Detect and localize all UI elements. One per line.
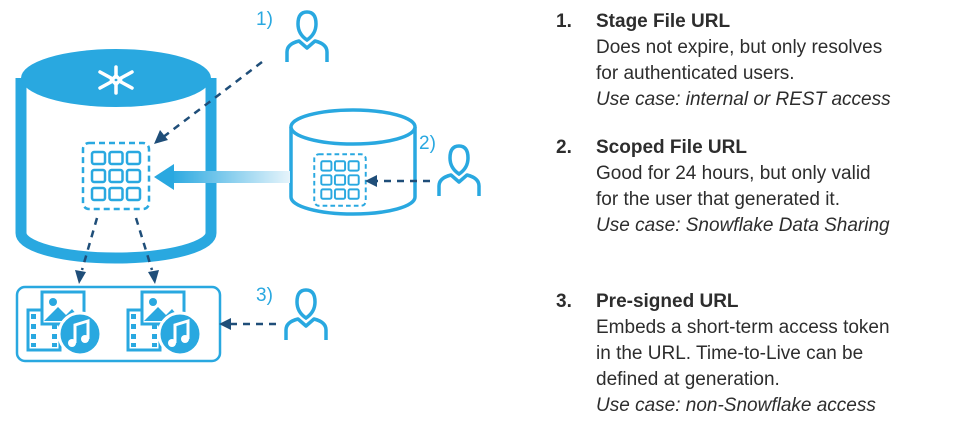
item-line: Good for 24 hours, but only valid	[596, 163, 871, 184]
item-title: Scoped File URL	[596, 137, 747, 158]
item-title: Stage File URL	[596, 11, 731, 32]
step-label-2: 2)	[419, 133, 436, 154]
user-icon-scoped	[437, 144, 481, 198]
arrowheads	[75, 130, 377, 330]
item-number: 1.	[556, 11, 572, 32]
item-use-case: Use case: non-Snowflake access	[596, 395, 876, 416]
stage-file-grid-icon	[81, 141, 151, 211]
step-label-1: 1)	[256, 9, 273, 30]
item-title: Pre-signed URL	[596, 291, 739, 312]
user-icon-presigned	[284, 288, 328, 342]
data-sharing-arrow	[154, 164, 290, 190]
item-line: for the user that generated it.	[596, 189, 840, 210]
item-use-case: Use case: internal or REST access	[596, 89, 891, 110]
item-line: Does not expire, but only resolves	[596, 37, 883, 58]
item-line: Embeds a short-term access token	[596, 317, 890, 338]
item-number: 3.	[556, 291, 572, 312]
item-number: 2.	[556, 137, 572, 158]
user-icon-stage	[285, 10, 329, 64]
item-line: in the URL. Time-to-Live can be	[596, 343, 864, 364]
item-line: defined at generation.	[596, 369, 780, 390]
file-url-diagram: 1) 2) 3)	[15, 9, 481, 363]
list-item-presigned-url: 3. Pre-signed URL Embeds a short-term ac…	[556, 289, 890, 419]
shared-file-grid-icon	[313, 153, 367, 207]
item-line: for authenticated users.	[596, 63, 795, 84]
snowflake-logo	[98, 65, 134, 95]
dashed-connectors	[80, 61, 430, 326]
list-item-scoped-url: 2. Scoped File URL Good for 24 hours, bu…	[556, 135, 890, 239]
item-use-case: Use case: Snowflake Data Sharing	[596, 215, 890, 236]
step-label-3: 3)	[256, 285, 273, 306]
list-item-stage-url: 1. Stage File URL Does not expire, but o…	[556, 9, 891, 113]
